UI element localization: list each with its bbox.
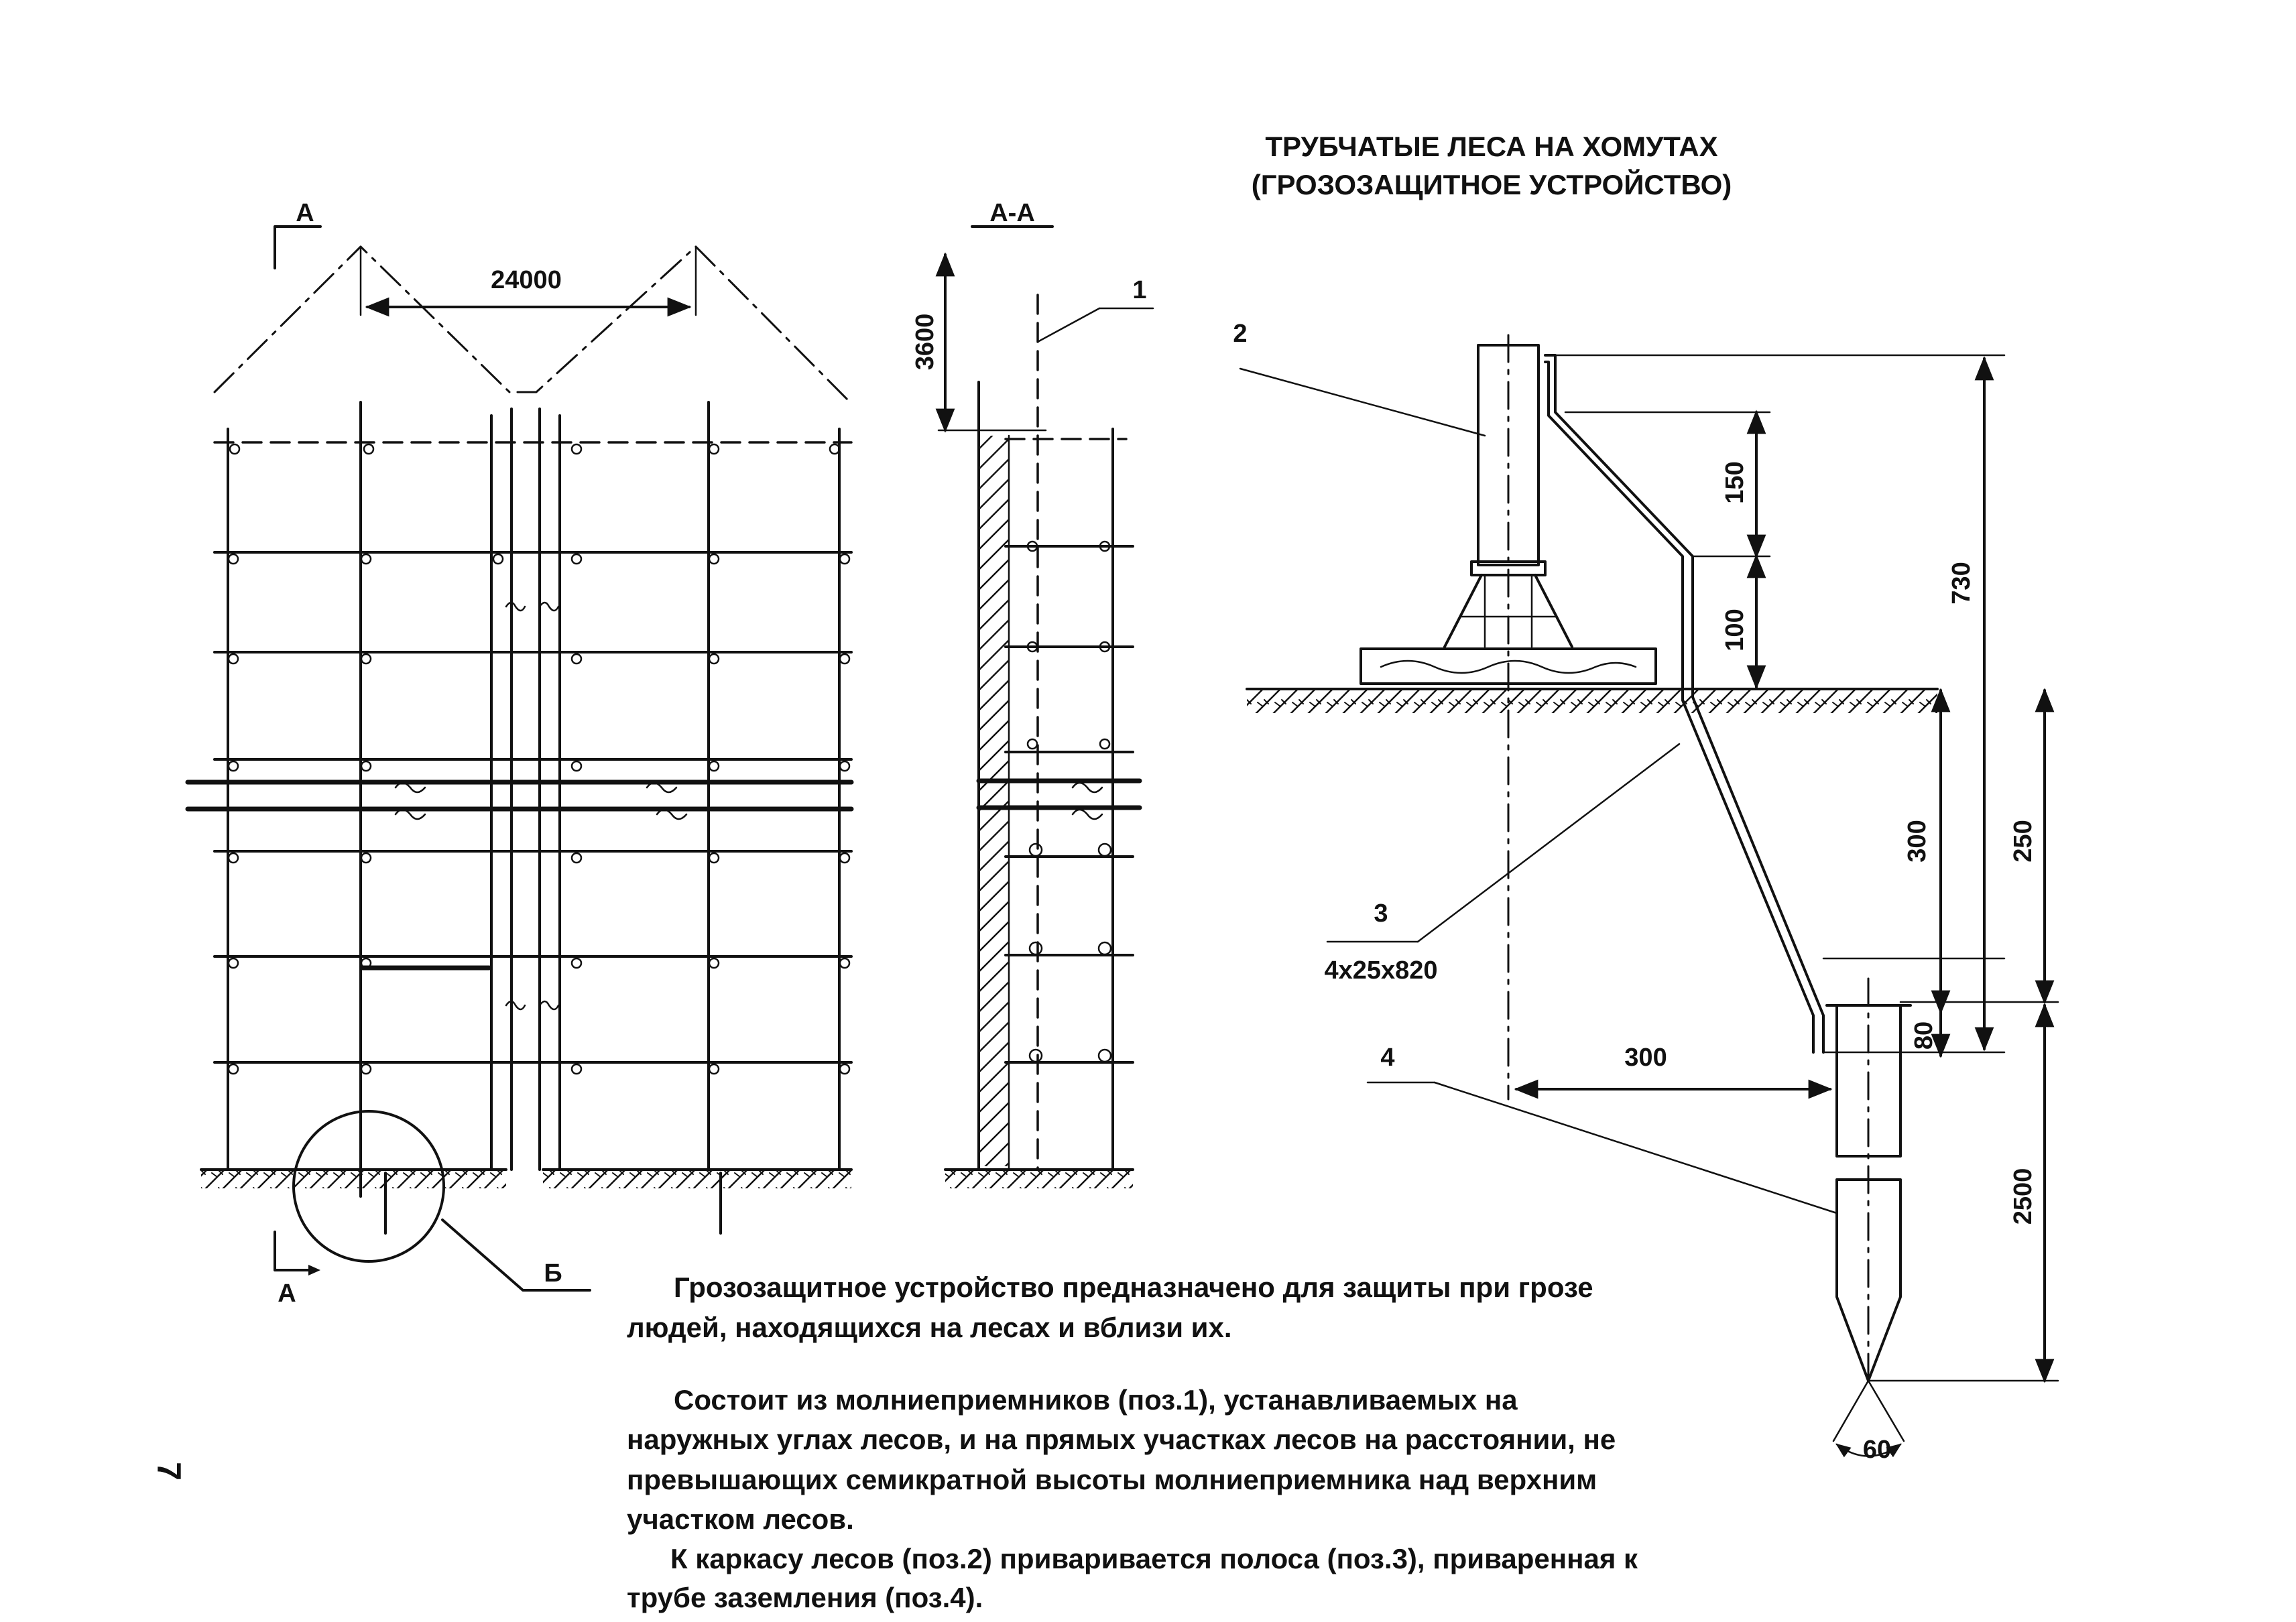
elevation-ground — [200, 1131, 853, 1235]
section-view-title: А-А — [989, 199, 1035, 227]
title-line-2: (ГРОЗОЗАЩИТНОЕ УСТРОЙСТВО) — [1252, 168, 1732, 200]
detail-callout-b: Б — [292, 1110, 591, 1292]
paragraph-2-line-1: Состоит из молниеприемников (поз.1), уст… — [674, 1384, 1518, 1416]
height-dimension-value: 3600 — [911, 314, 939, 371]
dim-150: 150 — [1721, 461, 1749, 503]
dim-80: 80 — [1910, 1021, 1938, 1050]
item-1-label: 1 — [1132, 276, 1146, 304]
paragraph-2-line-4: участком лесов. — [627, 1503, 854, 1535]
section-mark-bottom: А — [274, 1231, 320, 1308]
height-dimension: 3600 — [911, 252, 1047, 433]
dim-2500: 2500 — [2009, 1168, 2037, 1225]
item-4-label: 4 — [1380, 1044, 1394, 1072]
angle-60: 60 — [1863, 1436, 1891, 1464]
scaffold-ledgers — [185, 551, 854, 1064]
section-view-a-a: А-А 3600 1 — [911, 199, 1154, 1188]
dim-300-horizontal: 300 — [1624, 1044, 1667, 1072]
dim-250: 250 — [2009, 820, 2037, 862]
description-text: Грозозащитное устройство предназначено д… — [627, 1271, 1638, 1613]
section-mark-top: А — [274, 199, 322, 269]
section-mark-bottom-label: А — [278, 1280, 296, 1308]
break-marks — [394, 601, 688, 1011]
building-wall — [977, 381, 1010, 1171]
item-2-label: 2 — [1233, 320, 1247, 348]
detail-callout-label: Б — [544, 1259, 562, 1288]
detail-ground — [1246, 688, 1939, 713]
span-dimension: 24000 — [359, 245, 697, 317]
dim-100: 100 — [1721, 609, 1749, 651]
paragraph-3-line-1: К каркасу лесов (поз.2) приваривается по… — [670, 1543, 1638, 1574]
scaffold-post: 2 — [1233, 320, 1657, 1101]
grounding-detail: 2 3 4x25x820 4 6 — [1233, 320, 2059, 1464]
item-3-size: 4x25x820 — [1324, 956, 1437, 985]
dim-730: 730 — [1947, 562, 1976, 604]
paragraph-2-line-2: наружных углах лесов, и на прямых участк… — [627, 1424, 1616, 1455]
detail-dimensions: 150 100 730 300 250 80 300 2500 — [1514, 354, 2059, 1383]
paragraph-3-line-2: трубе заземления (поз.4). — [627, 1582, 983, 1613]
paragraph-2-line-3: превышающих семикратной высоты молниепри… — [627, 1464, 1597, 1495]
title-line-1: ТРУБЧАТЫЕ ЛЕСА НА ХОМУТАХ — [1265, 131, 1717, 162]
section-mark-top-label: А — [296, 199, 314, 227]
paragraph-1-line-1: Грозозащитное устройство предназначено д… — [674, 1271, 1593, 1303]
section-ground — [944, 1168, 1134, 1188]
grounding-pipe: 4 60 — [1366, 977, 1912, 1464]
clamp-markers — [227, 443, 851, 1075]
span-dimension-value: 24000 — [491, 266, 562, 294]
scaffold-posts — [227, 401, 841, 1171]
section-scaffold — [976, 428, 1142, 1171]
drawing-title: ТРУБЧАТЫЕ ЛЕСА НА ХОМУТАХ (ГРОЗОЗАЩИТНОЕ… — [1252, 131, 1732, 200]
paragraph-1-line-2: людей, находящихся на лесах и вблизи их. — [627, 1312, 1232, 1343]
scaffold-elevation: А А 24000 — [185, 199, 854, 1308]
page-number: 7 — [150, 1462, 188, 1481]
item-3-label: 3 — [1374, 899, 1388, 928]
dim-300-vertical: 300 — [1903, 820, 1931, 862]
grounding-strip: 3 4x25x820 — [1324, 354, 1825, 1054]
roof-outline — [213, 245, 851, 403]
lightning-rod: 1 — [1036, 276, 1154, 1171]
